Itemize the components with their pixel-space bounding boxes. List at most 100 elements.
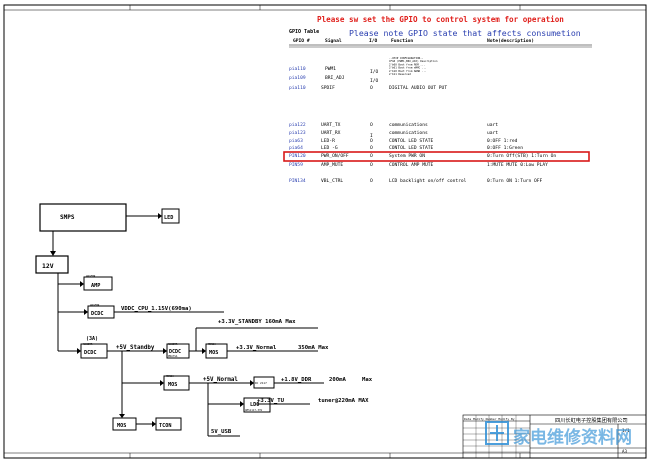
gpio-cell-signal: LED-R <box>321 138 335 144</box>
gpio-cell-func: DIGITAL AUDIO OUT PUT <box>389 85 447 91</box>
gpio-cell-signal: UART_TX <box>321 122 341 128</box>
usb-5v-label: 5V_USB <box>211 429 232 435</box>
gpio-cell-func: communications <box>389 122 428 128</box>
arrow-dcdc2 <box>77 348 81 354</box>
mos2-small-label: MONSA <box>166 374 174 378</box>
gpio-cell-note: uart <box>487 122 498 128</box>
dcdc4-small-label: DC 2117 <box>255 381 267 385</box>
normal-33-label: +3.3V_Normal <box>236 345 276 351</box>
dcdc3-label: DCDC <box>169 349 181 355</box>
ldo-small-label: AMS1117-33V <box>245 408 263 412</box>
normal-5v-label: +5V_Normal <box>203 377 238 383</box>
led-label: LED <box>164 215 173 221</box>
gpio-cell-signal: UART_RX <box>321 130 341 136</box>
gpio-cell-io: I <box>370 133 373 139</box>
title-block: Date Modify Number Modify By 四川长虹电子控股集团有… <box>462 414 647 459</box>
gpio-table: GPIO Table GPIO # Signal I/O Function No… <box>283 29 592 184</box>
gpio-cell-gpio: PIN134 <box>289 178 306 184</box>
logo-watermark: 家电维修资料网 <box>485 421 632 447</box>
arrow-mos1 <box>202 348 206 354</box>
gpio-cell-note: 0:Turn Off(STB) 1:Turn On <box>487 153 556 159</box>
gpio-cell-io: O <box>370 145 373 151</box>
gpio-cell-io: O <box>370 122 373 128</box>
chip-config-note: --CHIP CONFIGURATION-- CFG0 (PWM1,BRI_AD… <box>389 56 439 76</box>
header-gpio: GPIO # <box>293 38 310 44</box>
gpio-cell-io: O <box>370 153 373 159</box>
dcdc1-small-label: ANGEMR <box>90 303 100 307</box>
ddr-18-label: +1.8V_DDR <box>281 377 312 383</box>
gpio-cell-gpio: pia110 <box>289 66 306 72</box>
company-name: 四川长虹电子控股集团有限公司 <box>555 416 628 424</box>
gpio-cell-gpio: pia63 <box>289 138 303 144</box>
arrow-amp <box>80 281 84 287</box>
arrow-mos2 <box>160 380 164 386</box>
v12-box <box>35 255 69 274</box>
smps-box <box>39 203 127 232</box>
gpio-cell-func: CONTOL LED STATE <box>389 138 433 144</box>
gpio-cell-gpio: PIN59 <box>289 162 303 168</box>
header-signal: Signal <box>325 38 342 44</box>
gpio-cell-note: 1:MUTE MUTE 0:Low PLAY <box>487 162 548 168</box>
gpio-cell-signal: LED -G <box>321 145 338 151</box>
ddr-current: 200mA <box>329 377 346 383</box>
led-box <box>161 208 180 224</box>
amp-label: AMP <box>91 283 100 289</box>
highlight-row-box <box>283 151 590 162</box>
arrow-dcdc4 <box>250 380 254 386</box>
sheet-size: A3 <box>622 449 628 454</box>
amp-small-label: ANGEMR <box>86 274 96 278</box>
tuner-current: tuner@220mA MAX <box>318 398 369 404</box>
v12-label: 12V <box>42 262 54 270</box>
blue-note: Please note GPIO state that affects cons… <box>349 28 581 38</box>
gpio-cell-signal: SPDIF <box>321 85 335 91</box>
gpio-cell-signal: PWM1 <box>325 66 336 72</box>
ddr-max: Max <box>362 377 373 383</box>
gpio-row: pia110 SPDIF O DIGITAL AUDIO OUT PUT <box>289 85 447 91</box>
arrow-led <box>158 213 162 219</box>
gpio-cell-io: O <box>370 85 373 91</box>
arrow-12v <box>50 251 56 256</box>
logo-text: 家电维修资料网 <box>513 427 632 447</box>
arrow-dcdc1 <box>84 309 88 315</box>
gpio-cell-func: communications <box>389 130 428 136</box>
arrow-tcon <box>152 421 156 427</box>
sheet-frame <box>3 4 647 459</box>
dcdc2-small-label: ANGEMR <box>83 342 93 346</box>
gpio-cell-gpio: PIN120 <box>289 153 306 159</box>
dcdc1-label: DCDC <box>91 311 104 317</box>
title-block-header: Date Modify Number Modify By <box>464 417 515 421</box>
dcdc2-label: DCDC <box>84 350 97 356</box>
gpio-cell-note: uart <box>487 130 498 136</box>
tu-33-label: +3.3V_TU <box>257 398 285 404</box>
dcdc3-small-bottom: PNA7SA <box>168 354 178 358</box>
mos1-label: MOS <box>209 350 218 356</box>
gpio-cell-io: I/O <box>370 69 379 75</box>
gpio-table-title: GPIO Table <box>289 29 319 35</box>
vddc-label: VDDC_CPU_1.15V(690ma) <box>121 306 192 312</box>
gpio-cell-gpio: pia110 <box>289 85 306 91</box>
amp-box <box>83 276 113 291</box>
dcdc2-current: (3A) <box>86 336 98 342</box>
gpio-cell-note: 0:OFF 1:red <box>487 138 518 144</box>
gpio-cell-gpio: pia123 <box>289 130 306 136</box>
dcdc3-small-label: ANGEMR <box>168 342 178 346</box>
gpio-cell-io: O <box>370 162 373 168</box>
gpio-cell-signal: VBL_CTRL <box>321 178 343 184</box>
ldo-label: LDO <box>250 402 259 408</box>
gpio-cell-signal: PWR_ON/OFF <box>321 153 349 159</box>
gpio-cell-note: 0:Turn ON 1:Turn OFF <box>487 178 543 184</box>
gpio-cell-gpio: pia122 <box>289 122 306 128</box>
gpio-cell-func: LCD backlight on/off control <box>389 178 467 184</box>
power-tree: SMPS LED 12V ANGEMR AMP ANGEMR DCDC VDDC… <box>35 203 373 437</box>
ldo-box <box>243 397 271 413</box>
gpio-cell-signal: BRI_ADJ <box>325 75 345 81</box>
arrow-mos3 <box>119 414 125 418</box>
tcon-label: TCON <box>159 423 172 429</box>
